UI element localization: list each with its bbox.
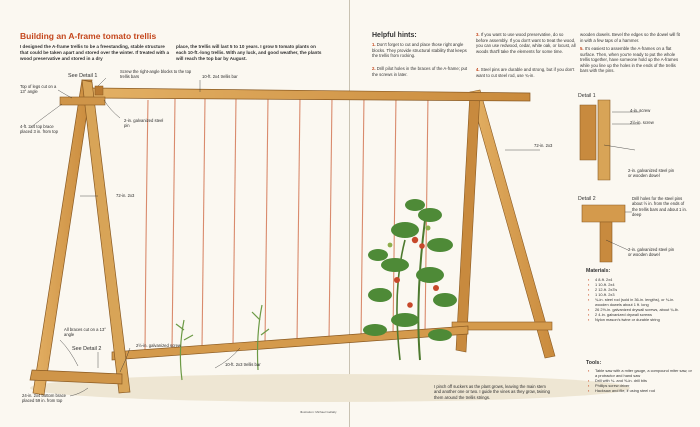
tools-list: ▪Table saw with a miter gauge, a compoun… xyxy=(588,368,693,393)
list-item: ▪Table saw with a miter gauge, a compoun… xyxy=(588,368,692,378)
callout-see-detail-1: See Detail 1 xyxy=(68,73,98,79)
ground-shadow xyxy=(30,374,630,402)
list-item: ▪Hacksaw and file, if using steel rod xyxy=(588,388,655,393)
callout-see-detail-2: See Detail 2 xyxy=(72,346,102,352)
materials-title: Materials: xyxy=(586,268,611,274)
callout-bottom-brace: 24-in. 2x4 bottom brace placed 59 in. fr… xyxy=(22,393,66,404)
callout-bar-bottom: 10-ft. 2x3 trellis bar xyxy=(225,362,261,367)
tomato-plant xyxy=(363,199,457,361)
list-item: ▪Phillips screw driver xyxy=(588,383,630,388)
list-item: ▪1 10-ft. 2x4 xyxy=(588,282,615,287)
right-a-frame xyxy=(451,89,556,359)
list-item: ▪2 12-ft. 2x3's xyxy=(588,287,618,292)
detail-2-title: Detail 2 xyxy=(578,196,596,202)
callout-leg-right: 72-in. 2x3 xyxy=(534,143,553,148)
callout-leaders xyxy=(29,77,540,397)
callout-bottom-angle: All braces cut on a 13° angle xyxy=(64,327,106,338)
detail-2-pin: 2-in. galvanized steel pin or wooden dow… xyxy=(628,247,675,258)
detail-2-holes: Drill holes for the steel pins about ½ i… xyxy=(632,196,687,217)
detail-1-drawing xyxy=(579,99,640,181)
left-a-frame xyxy=(29,79,131,396)
tools-title: Tools: xyxy=(586,360,602,366)
list-item: ▪Nylon mason's twine or durable string xyxy=(588,317,660,322)
list-item: ▪26 2½-in. galvanized drywall screws, ab… xyxy=(588,307,679,312)
callout-screw-bottom: 2½-in. galvanized screw xyxy=(136,343,181,348)
materials-list: ▪4 8-ft. 2x4 ▪1 10-ft. 2x4 ▪2 12-ft. 2x3… xyxy=(588,277,688,322)
hint-item: 1. Don't forget to cut and place those r… xyxy=(372,42,467,58)
trellis-strings xyxy=(144,94,429,353)
list-item: ▪2 4-in. galvanized drywall screws xyxy=(588,312,652,317)
hint-item: 4. Steel pins are durable and strong, bu… xyxy=(476,67,575,78)
list-item: ▪1 10-ft. 2x3 xyxy=(588,292,615,297)
list-item: ▪4 8-ft. 2x4 xyxy=(588,277,613,282)
list-item: ▪Drill with ¾- and ⅝-in. drill bits xyxy=(588,378,647,383)
callout-pinch: I pinch off suckers as the plant grows, … xyxy=(434,384,550,400)
illustration-credit: Illustration: Michael Gellatly xyxy=(300,410,337,414)
detail-1-pin: 2-in. galvanized steel pin or wooden dow… xyxy=(628,168,675,179)
callout-pin-top: 2-in. galvanized steel pin xyxy=(124,118,164,129)
intro-column-2: place, the trellis will last 5 to 10 yea… xyxy=(176,44,322,62)
detail-1-screw-a: 4-in. screw xyxy=(630,108,651,113)
page-gutter xyxy=(349,0,350,427)
hint-item: 2. Drill pilot holes in the braces of th… xyxy=(372,66,468,77)
callout-top-legs: Top of legs cut on a 13° angle xyxy=(20,84,57,95)
callout-top-brace: 4-ft. 2x4 top brace placed 3 in. from to… xyxy=(20,124,58,135)
hint-item: 5. It's easiest to assemble the A-frames… xyxy=(580,46,679,73)
top-trellis-bar xyxy=(91,87,531,102)
callout-bar-top: 10-ft. 2x4 trellis bar xyxy=(202,74,238,79)
hints-title: Helpful hints: xyxy=(372,32,417,39)
detail-1-screw-b: 2½-in. screw xyxy=(630,120,654,125)
list-item: ▪¾-in. steel rod (sold in 36-in. lengths… xyxy=(588,297,675,307)
article-title: Building an A-frame tomato trellis xyxy=(20,31,157,41)
hint-item: wooden dowels. Bevel the edges so the do… xyxy=(580,32,680,43)
intro-column-1: I designed the A-frame trellis to be a f… xyxy=(20,44,170,62)
detail-2-drawing xyxy=(581,204,632,263)
callout-leg-left: 72-in. 2x3 xyxy=(116,193,135,198)
detail-1-title: Detail 1 xyxy=(578,93,596,99)
young-plants xyxy=(175,304,270,381)
callout-screw-blocks: Screw the right-angle blocks to the top … xyxy=(120,69,192,80)
hint-item: 3. If you want to use wood preservative,… xyxy=(476,32,576,54)
